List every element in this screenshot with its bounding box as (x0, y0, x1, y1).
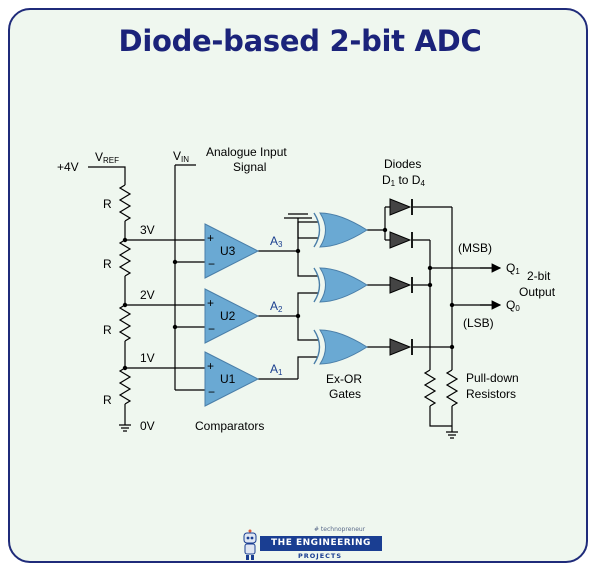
u2-minus: − (208, 322, 215, 336)
pulldown-resistor-msb (423, 369, 437, 407)
diode-d3 (389, 276, 412, 294)
u2-plus: + (207, 296, 214, 310)
diodes-caption-line1: Diodes (384, 157, 421, 171)
comparator-label-u2: U2 (220, 309, 236, 323)
output-label-a1: A1 (270, 362, 283, 377)
xor-gate-top (319, 212, 368, 248)
supply-label: +4V (57, 160, 79, 174)
logo-brand: THE ENGINEERING (260, 536, 382, 551)
q0-label: Q0 (506, 298, 520, 313)
voltage-0v: 0V (140, 419, 155, 433)
diode-d1 (389, 198, 412, 216)
engineering-projects-logo: # technopreneur THE ENGINEERING PROJECTS (238, 525, 388, 563)
resistor-label-r4: R (103, 197, 112, 211)
input-signal-line1: Analogue Input (206, 145, 287, 159)
pulldown-caption-line2: Resistors (466, 387, 516, 401)
comparator-u1 (204, 351, 260, 407)
diagram-card (8, 8, 588, 563)
diodes-caption-line2: D1 to D4 (382, 173, 425, 188)
output-label-a3: A3 (270, 234, 283, 249)
resistor-label-r3: R (103, 257, 112, 271)
voltage-3v: 3V (140, 223, 155, 237)
input-signal-line2: Signal (233, 160, 266, 174)
junction-dots (122, 227, 455, 371)
vref-label: VREF (95, 150, 119, 165)
q1-label: Q1 (506, 261, 520, 276)
output-caption-line1: 2-bit (527, 269, 551, 283)
msb-label: (MSB) (458, 241, 492, 255)
output-caption-line2: Output (519, 285, 556, 299)
comparator-label-u1: U1 (220, 372, 236, 386)
voltage-1v: 1V (140, 351, 155, 365)
diode-d2 (389, 231, 412, 249)
comparator-u2 (204, 288, 260, 344)
voltage-2v: 2V (140, 288, 155, 302)
gates-caption-line1: Ex-OR (326, 372, 362, 386)
comparators-caption: Comparators (195, 419, 264, 433)
gates-caption-line2: Gates (329, 387, 361, 401)
resistor-r3 (118, 239, 132, 277)
pulldown-caption-line1: Pull-down (466, 371, 519, 385)
comparator-u3 (204, 223, 260, 279)
u3-plus: + (207, 231, 214, 245)
resistor-label-r1: R (103, 393, 112, 407)
resistor-r1 (118, 367, 132, 405)
pulldown-resistor-lsb (445, 369, 459, 407)
u1-plus: + (207, 359, 214, 373)
xor-gate-bottom (319, 329, 368, 365)
logo-subtitle: PROJECTS (298, 552, 343, 560)
robot-mascot-icon (243, 529, 257, 560)
resistor-label-r2: R (103, 323, 112, 337)
xor-gate-middle (319, 267, 368, 303)
logo-tagline: # technopreneur (314, 526, 366, 533)
diode-d4 (389, 338, 412, 356)
u1-minus: − (208, 385, 215, 399)
u3-minus: − (208, 257, 215, 271)
resistor-r4 (118, 184, 132, 222)
vin-label: VIN (173, 149, 189, 164)
diagram-title: Diode-based 2-bit ADC (118, 24, 482, 58)
output-label-a2: A2 (270, 299, 283, 314)
comparator-label-u3: U3 (220, 244, 236, 258)
lsb-label: (LSB) (463, 316, 494, 330)
resistor-r2 (118, 304, 132, 342)
